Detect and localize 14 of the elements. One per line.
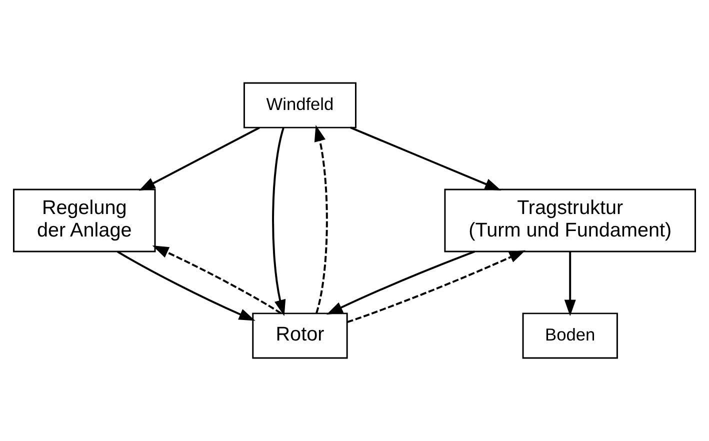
arrow [350, 126, 502, 190]
arrow [138, 126, 260, 191]
arrow [314, 125, 328, 314]
node-box: Boden [522, 312, 618, 359]
node-box: Regelung der Anlage [13, 188, 156, 252]
arrow [152, 246, 282, 314]
arrow [346, 250, 526, 324]
arrow [116, 250, 256, 321]
arrow [272, 128, 286, 316]
arrow [326, 250, 476, 315]
arrow [564, 252, 576, 316]
node-box: Rotor [252, 312, 348, 359]
node-box: Tragstruktur (Turm und Fundament) [444, 188, 696, 252]
node-box: Windfeld [243, 82, 356, 128]
